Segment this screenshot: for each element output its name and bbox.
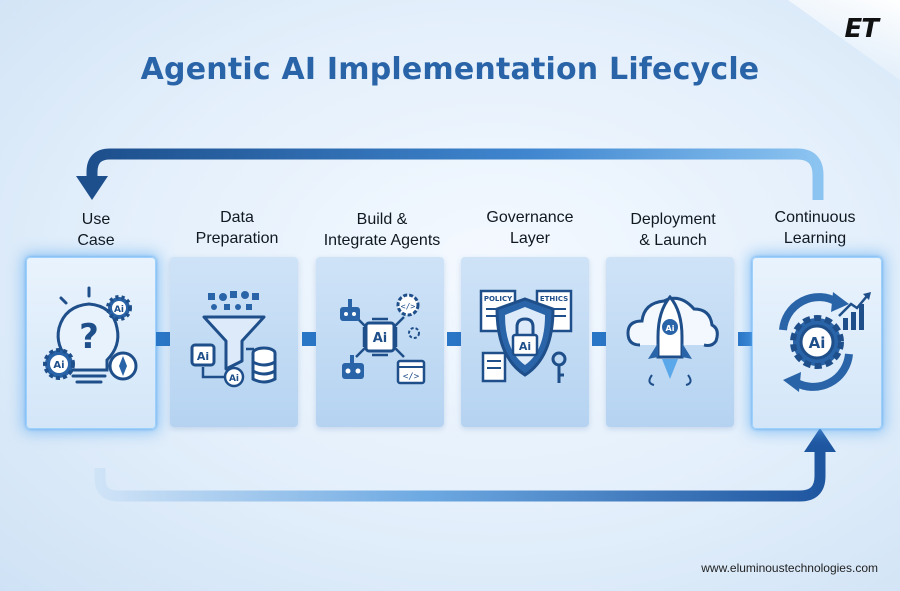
step-label-governance: Governance Layer [486, 209, 574, 247]
gear-ai-icon-right: Ai [106, 295, 132, 321]
brand-logo: ET [844, 14, 879, 44]
svg-text:?: ? [79, 317, 99, 357]
svg-text:Ai: Ai [114, 305, 124, 315]
svg-text:Ai: Ai [666, 324, 675, 333]
shield-policy-icon: POLICY ETHICS Ai [479, 289, 573, 383]
svg-text:</>: </> [401, 302, 416, 311]
step-label-deployment: Deployment & Launch [630, 211, 716, 249]
key-icon [551, 351, 567, 383]
step-card-governance: POLICY ETHICS Ai [461, 257, 589, 427]
lightbulb-question-icon: ? Ai Ai [43, 286, 138, 384]
svg-text:Ai: Ai [809, 334, 826, 352]
gear-cycle-chart-icon: Ai [779, 292, 871, 392]
svg-text:POLICY: POLICY [484, 295, 513, 303]
step-card-deployment: Ai [606, 257, 734, 427]
growth-chart-icon [838, 292, 871, 330]
step-card-data-preparation: Ai Ai [170, 257, 298, 427]
step-label-continuous-learning: Continuous Learning [774, 209, 856, 247]
svg-text:Ai: Ai [229, 374, 239, 384]
checklist-icon [481, 351, 507, 383]
step-card-build-integrate: Ai </> </> [316, 257, 444, 427]
compass-icon [108, 351, 138, 381]
diagram-title: Agentic AI Implementation Lifecycle [140, 52, 760, 87]
svg-text:Ai: Ai [197, 350, 209, 363]
svg-text:</>: </> [403, 372, 420, 382]
robot-icon-top [340, 299, 360, 321]
step-label-use-case: Use Case [77, 211, 115, 249]
step-label-data-preparation: Data Preparation [195, 209, 279, 247]
feedback-arrow-bottom [94, 448, 826, 502]
code-window-icon: </> [396, 359, 426, 385]
website-url[interactable]: www.eluminoustechnologies.com [701, 561, 878, 575]
feedback-arrow-top [86, 148, 824, 200]
rocket-cloud-icon: Ai [626, 294, 719, 386]
svg-text:Ai: Ai [53, 360, 64, 371]
feedback-arrow-bottom-head [804, 428, 836, 452]
code-gear-icon: </> [396, 293, 420, 317]
step-card-use-case: ? Ai Ai [26, 257, 156, 429]
svg-text:ETHICS: ETHICS [540, 295, 568, 303]
step-label-build-integrate: Build & Integrate Agents [323, 211, 441, 249]
database-icon [251, 346, 277, 384]
svg-text:Ai: Ai [373, 331, 388, 346]
chip-robots-icon: Ai </> </> [340, 293, 426, 385]
robot-icon-bottom [342, 355, 364, 379]
gear-ai-icon-left: Ai [43, 348, 75, 380]
svg-text:Ai: Ai [519, 340, 531, 353]
step-card-continuous-learning: Ai [752, 257, 882, 429]
funnel-database-icon: Ai Ai [190, 291, 277, 388]
feedback-arrow-top-head [76, 176, 108, 200]
